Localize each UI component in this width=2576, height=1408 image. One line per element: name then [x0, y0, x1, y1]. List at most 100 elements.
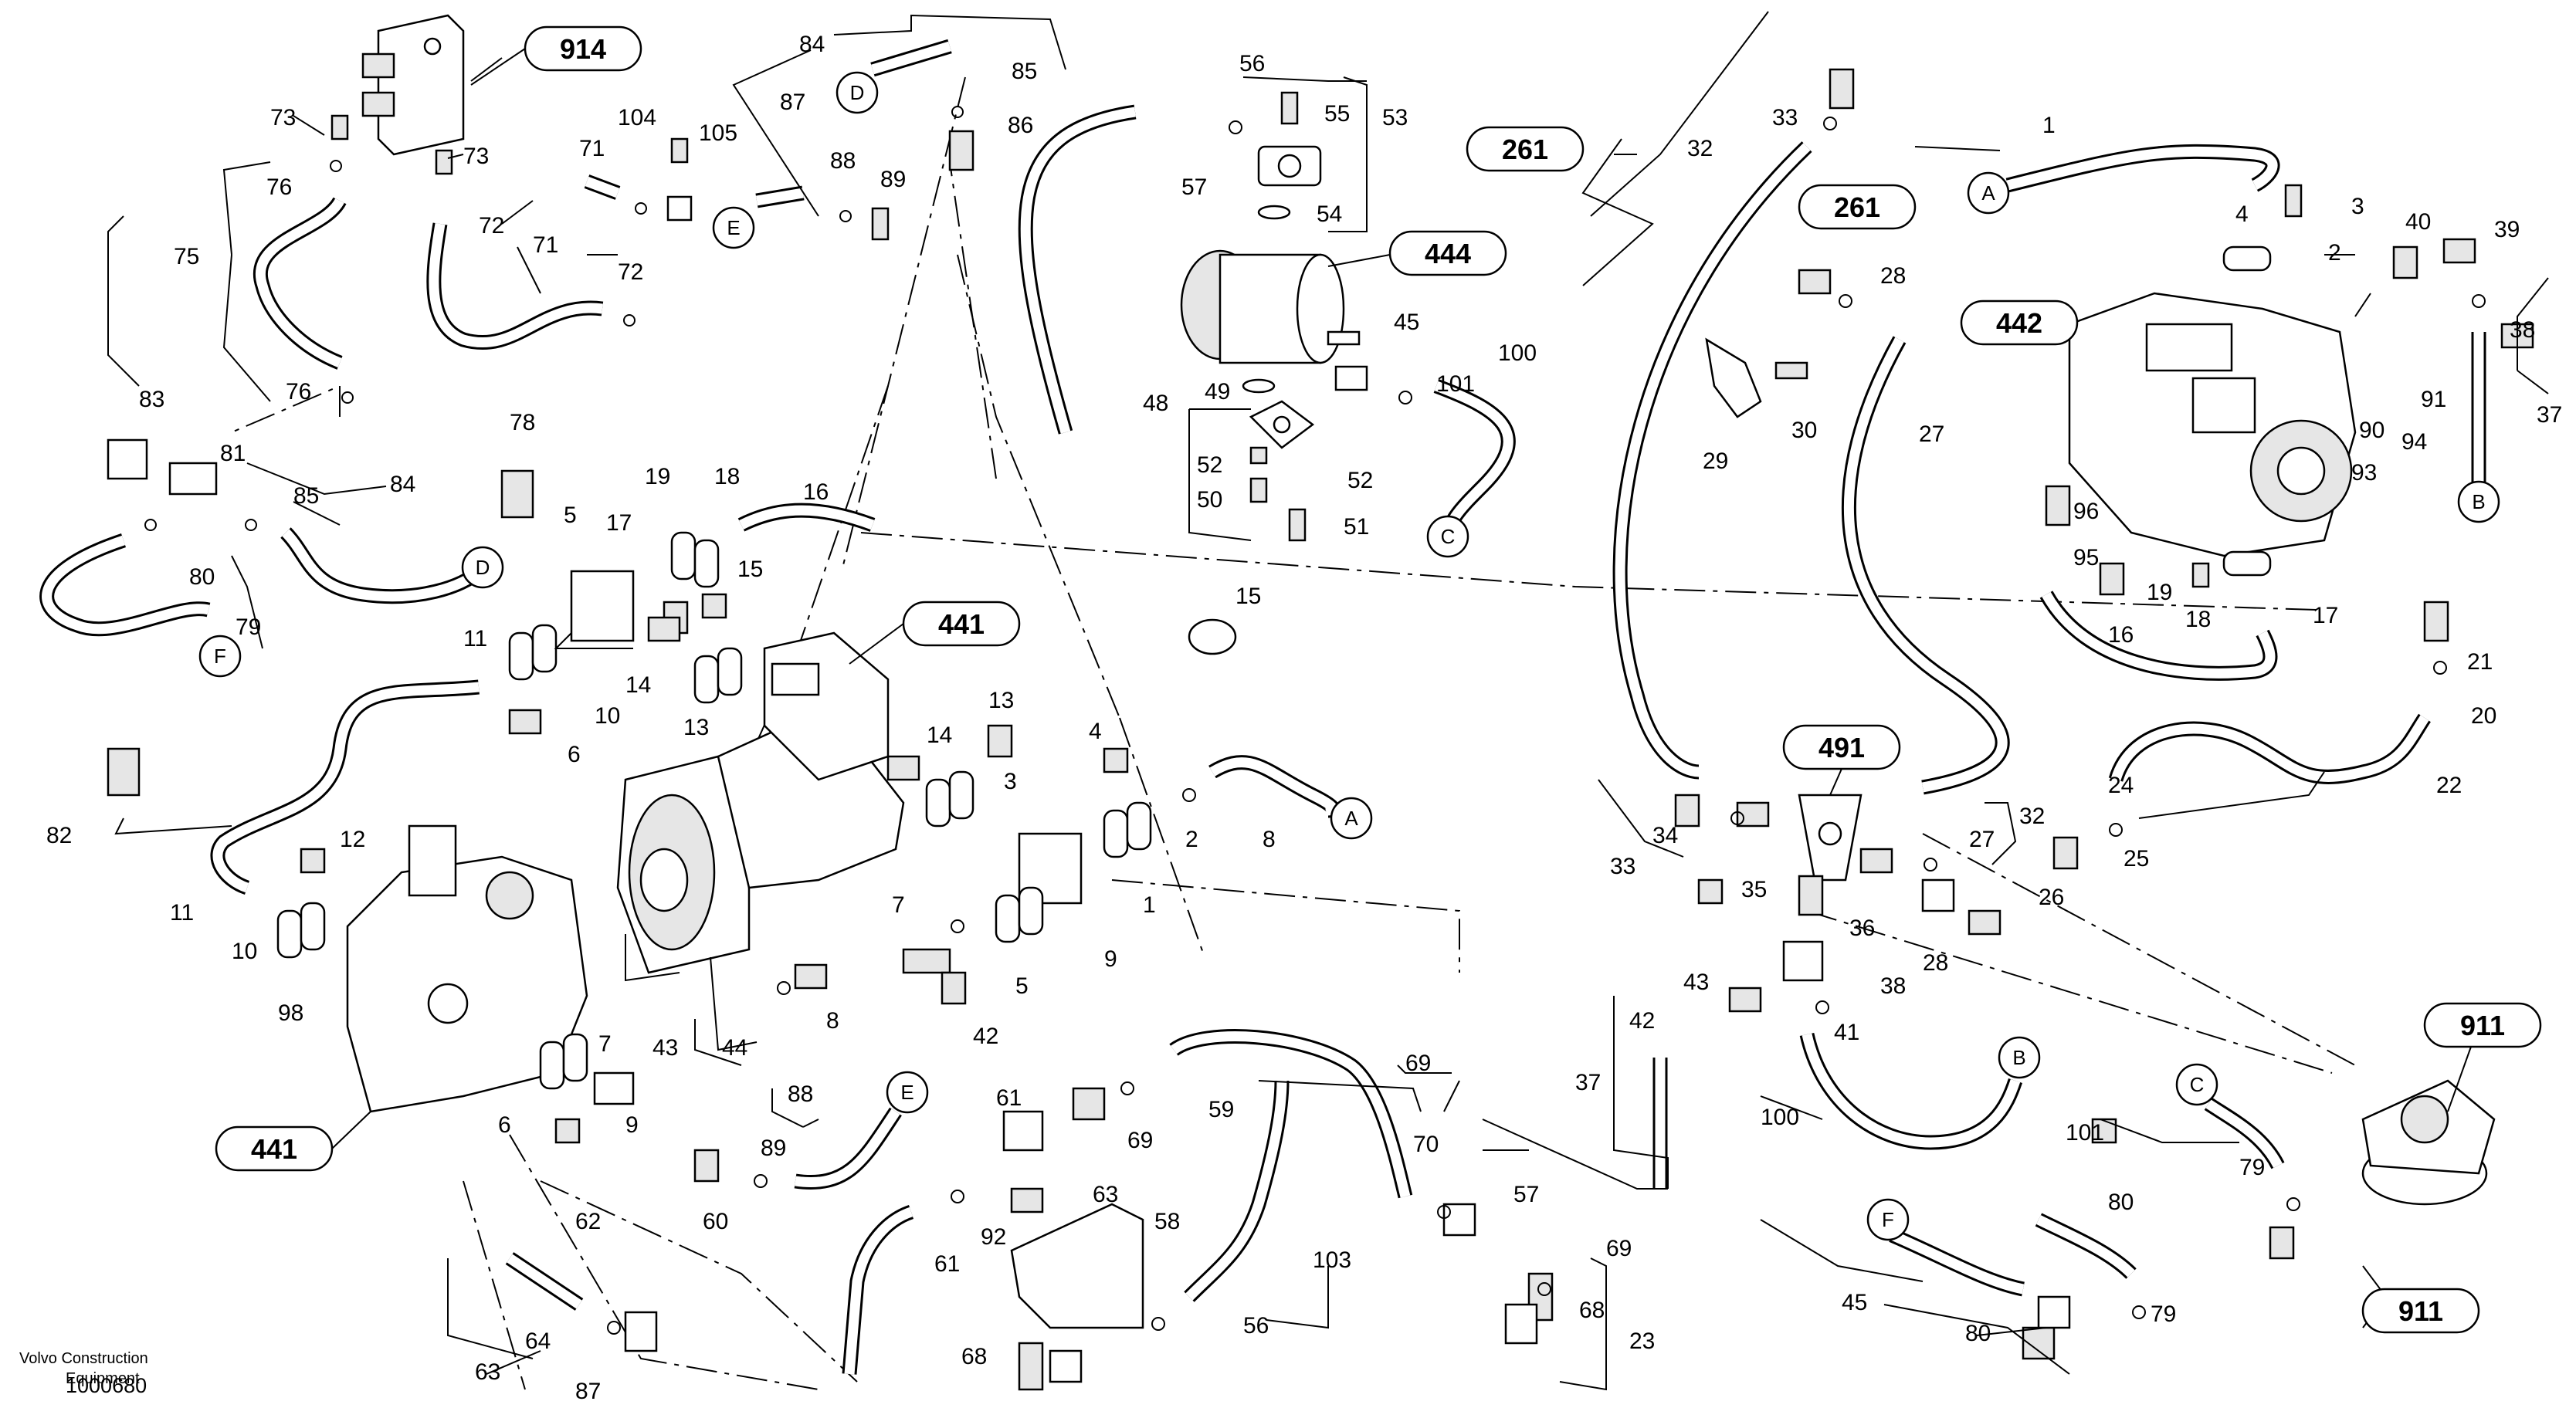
- part-number: 13: [683, 715, 709, 740]
- part-number: 88: [830, 148, 856, 174]
- oval-911-top: 911: [2423, 1002, 2542, 1112]
- part-number: 72: [479, 213, 504, 239]
- part-number: 29: [1703, 448, 1728, 474]
- part-number: 72: [618, 259, 643, 285]
- part-number: 2: [2328, 240, 2341, 266]
- part-number: 18: [2185, 607, 2211, 632]
- valve-block-914: [361, 14, 465, 156]
- motor-911: [2361, 1079, 2496, 1206]
- part-number: 25: [2124, 846, 2149, 872]
- oval-label: 444: [1425, 238, 1471, 269]
- part-number: 16: [2108, 622, 2134, 648]
- part-number: 6: [498, 1112, 511, 1138]
- clamp-29: [1705, 337, 1762, 418]
- part-number: 90: [2359, 418, 2384, 443]
- part-number: 28: [1923, 950, 1948, 976]
- part-number: 27: [1969, 827, 1995, 852]
- part-number: 73: [270, 105, 296, 130]
- part-number: 10: [232, 939, 257, 964]
- part-number: 100: [1761, 1105, 1799, 1130]
- oval-label: 441: [251, 1133, 297, 1165]
- part-number: 18: [714, 464, 740, 489]
- hoses: [39, 39, 2486, 1375]
- part-number: 37: [2537, 402, 2562, 428]
- part-number: 32: [1687, 136, 1713, 161]
- part-number: 71: [533, 232, 558, 258]
- part-number: 38: [2510, 317, 2535, 343]
- part-number: 40: [2405, 209, 2431, 235]
- credit-line2: Equipment: [66, 1370, 140, 1387]
- letter-circle: A: [1330, 797, 1373, 840]
- part-number: 58: [1154, 1209, 1180, 1234]
- part-number: 30: [1791, 418, 1817, 443]
- part-number: 69: [1405, 1051, 1431, 1076]
- part-number: 45: [1394, 310, 1419, 335]
- pump-441-left: [346, 824, 588, 1113]
- letter-circle: F: [198, 635, 242, 678]
- part-number: 98: [278, 1000, 303, 1026]
- oval-label: 261: [1502, 134, 1548, 165]
- letter-label: D: [476, 556, 490, 579]
- part-number: 70: [1413, 1132, 1439, 1157]
- part-number: 84: [390, 472, 415, 497]
- part-number: 8: [826, 1008, 839, 1034]
- connection-letters: D E A C A B D F E B C F: [198, 71, 2500, 1241]
- drawing-id: 1000680: [66, 1374, 147, 1397]
- part-number: 2: [1185, 827, 1198, 852]
- letter-circle: C: [1426, 515, 1469, 558]
- part-number: 54: [1317, 201, 1342, 227]
- part-number: 75: [174, 244, 199, 269]
- part-number: 4: [2235, 201, 2249, 227]
- part-number: 14: [927, 723, 952, 748]
- part-number: 11: [170, 900, 194, 926]
- part-number: 80: [189, 564, 215, 590]
- part-number: 85: [293, 483, 319, 509]
- part-number: 87: [780, 90, 805, 115]
- part-number: 34: [1652, 823, 1678, 848]
- part-number: 4: [1089, 719, 1102, 744]
- part-number: 53: [1382, 105, 1408, 130]
- part-number: 3: [2351, 194, 2364, 219]
- gear-pump-444: [1180, 249, 1361, 364]
- part-number: 3: [1004, 769, 1017, 794]
- part-number: 23: [1629, 1328, 1655, 1354]
- part-number: 78: [510, 410, 535, 435]
- part-number: 84: [799, 32, 825, 57]
- letter-circle: A: [1967, 171, 2010, 215]
- part-number: 7: [892, 892, 905, 918]
- part-number: 51: [1344, 514, 1369, 540]
- part-number: 16: [803, 479, 829, 505]
- part-number: 48: [1143, 391, 1168, 416]
- part-number: 101: [1436, 371, 1475, 397]
- part-number: 87: [575, 1379, 601, 1404]
- part-number: 20: [2471, 703, 2496, 729]
- part-number: 49: [1205, 379, 1230, 404]
- part-number: 55: [1324, 101, 1350, 127]
- part-number: 39: [2494, 217, 2520, 242]
- oval-label: 911: [2460, 1010, 2505, 1041]
- part-number: 63: [1093, 1182, 1118, 1207]
- part-number: 41: [1834, 1020, 1859, 1045]
- letter-label: A: [1981, 181, 1995, 205]
- part-number: 76: [286, 379, 311, 404]
- letter-label: D: [850, 81, 865, 104]
- part-number: 9: [1104, 946, 1117, 972]
- letter-label: F: [1882, 1208, 1894, 1231]
- oval-442: 442: [1960, 300, 2079, 346]
- part-number: 1: [2042, 113, 2056, 138]
- oval-label: 441: [938, 608, 985, 640]
- oval-label: 491: [1818, 732, 1865, 763]
- letter-circle: F: [1866, 1198, 1910, 1241]
- oval-444: 444: [1388, 230, 1507, 276]
- part-number: 19: [645, 464, 670, 489]
- clamp-98: [1188, 618, 1237, 655]
- letter-label: C: [2190, 1073, 2205, 1096]
- part-number: 95: [2073, 545, 2099, 570]
- letter-circle: E: [886, 1071, 929, 1114]
- part-number: 79: [2239, 1155, 2265, 1180]
- part-number: 52: [1197, 452, 1222, 478]
- valve-block-5-top: [570, 570, 635, 642]
- part-number: 56: [1239, 51, 1265, 76]
- letter-circle: C: [2175, 1063, 2218, 1106]
- part-number: 64: [525, 1328, 551, 1354]
